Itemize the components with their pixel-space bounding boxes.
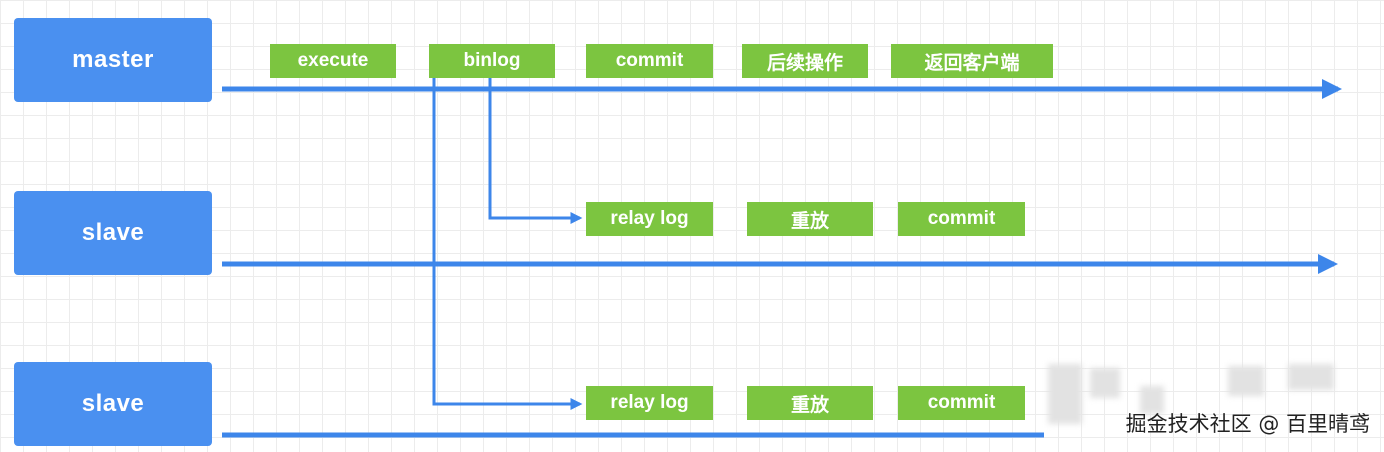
slave1-step-replay: 重放: [747, 202, 873, 236]
blurred-region: [1090, 368, 1120, 398]
slave2-node: slave: [14, 362, 212, 446]
master-step-execute: execute: [270, 44, 396, 78]
binlog-to-slave2-arrow: [432, 78, 583, 410]
slave1-node: slave: [14, 191, 212, 275]
watermark-text: 掘金技术社区 @ 百里晴鸢: [1125, 412, 1370, 436]
master-step-commit: commit: [586, 44, 713, 78]
master-step-binlog: binlog: [429, 44, 555, 78]
master-node: master: [14, 18, 212, 102]
slave1-step-commit: commit: [898, 202, 1025, 236]
slave1-step-relay-log: relay log: [586, 202, 713, 236]
slave2-step-relay-log: relay log: [586, 386, 713, 420]
slave2-step-replay: 重放: [747, 386, 873, 420]
slave2-step-commit: commit: [898, 386, 1025, 420]
blurred-region: [1140, 386, 1164, 414]
binlog-to-slave1-arrow: [488, 78, 583, 224]
blurred-region: [1228, 366, 1264, 396]
master-step-followup: 后续操作: [742, 44, 868, 78]
blurred-region: [1288, 364, 1334, 390]
master-step-return-client: 返回客户端: [891, 44, 1053, 78]
blurred-region: [1048, 364, 1082, 424]
